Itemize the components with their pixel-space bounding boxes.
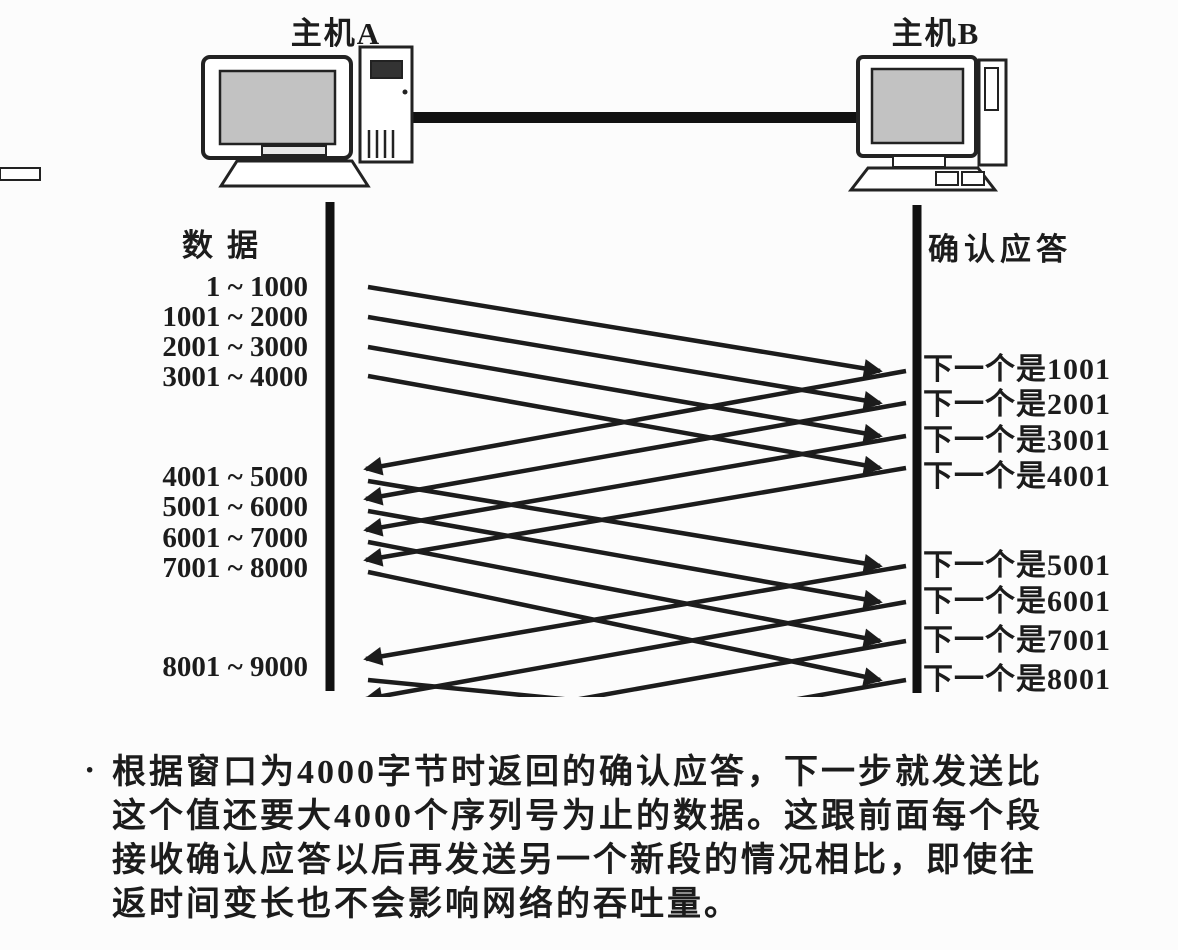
network-cable bbox=[410, 112, 860, 123]
note-line: 接收确认应答以后再发送另一个新段的情况相比，即使往 bbox=[112, 842, 1037, 879]
ack-value-label: 下一个是6001 bbox=[923, 585, 1111, 618]
ack-arrow bbox=[363, 368, 907, 476]
data-segment-arrow bbox=[367, 284, 883, 378]
ack-arrow bbox=[363, 433, 907, 537]
host-a-icon bbox=[0, 45, 414, 188]
sequence-range-label: 2001 ~ 3000 bbox=[162, 331, 308, 363]
ack-value-label: 下一个是5001 bbox=[923, 549, 1111, 582]
ack-value-label: 下一个是3001 bbox=[923, 424, 1111, 457]
caption-note: · 根据窗口为4000字节时返回的确认应答，下一步就发送比这个值还要大4000个… bbox=[84, 751, 1154, 927]
ack-value-label: 下一个是4001 bbox=[923, 460, 1111, 493]
host-b-screen bbox=[870, 67, 965, 145]
ack-arrow bbox=[363, 465, 907, 567]
data-segment-arrow bbox=[367, 677, 566, 697]
note-line: 这个值还要大4000个序列号为止的数据。这跟前面每个段 bbox=[112, 798, 1043, 835]
host-b-icon bbox=[847, 55, 1008, 192]
data-segment-arrow bbox=[367, 539, 883, 648]
host-a-label: 主机A bbox=[290, 16, 382, 51]
data-column-title: 数据 bbox=[182, 228, 272, 263]
host-a-screen bbox=[218, 69, 337, 146]
ack-arrow bbox=[363, 599, 907, 697]
sequence-range-label: 8001 ~ 9000 bbox=[162, 651, 308, 683]
sequence-range-label: 1 ~ 1000 bbox=[205, 271, 308, 303]
ack-value-label: 下一个是1001 bbox=[923, 353, 1111, 386]
data-segment-arrow bbox=[367, 478, 883, 573]
ack-arrow bbox=[363, 563, 907, 666]
message-arrows bbox=[363, 284, 907, 697]
host-b-label: 主机B bbox=[891, 16, 981, 51]
sequence-range-label: 1001 ~ 2000 bbox=[162, 301, 308, 333]
sequence-range-label: 6001 ~ 7000 bbox=[162, 522, 308, 554]
ack-column-title: 确认应答 bbox=[928, 232, 1072, 267]
bullet-dot: · bbox=[84, 752, 99, 789]
note-line: 根据窗口为4000字节时返回的确认应答，下一步就发送比 bbox=[112, 754, 1043, 791]
ack-arrow bbox=[363, 400, 907, 506]
ack-value-label: 下一个是7001 bbox=[923, 624, 1111, 657]
sequence-range-label: 3001 ~ 4000 bbox=[162, 361, 308, 393]
sequence-range-label: 4001 ~ 5000 bbox=[162, 461, 308, 493]
sequence-range-label: 7001 ~ 8000 bbox=[162, 552, 308, 584]
data-segment-arrow bbox=[367, 314, 883, 410]
ack-value-label: 下一个是2001 bbox=[923, 388, 1111, 421]
sequence-range-label: 5001 ~ 6000 bbox=[162, 491, 308, 523]
ack-value-label: 下一个是8001 bbox=[923, 663, 1111, 696]
ack-arrow bbox=[796, 677, 907, 697]
note-line: 返时间变长也不会影响网络的吞吐量。 bbox=[112, 886, 741, 923]
ack-arrow bbox=[578, 638, 907, 697]
